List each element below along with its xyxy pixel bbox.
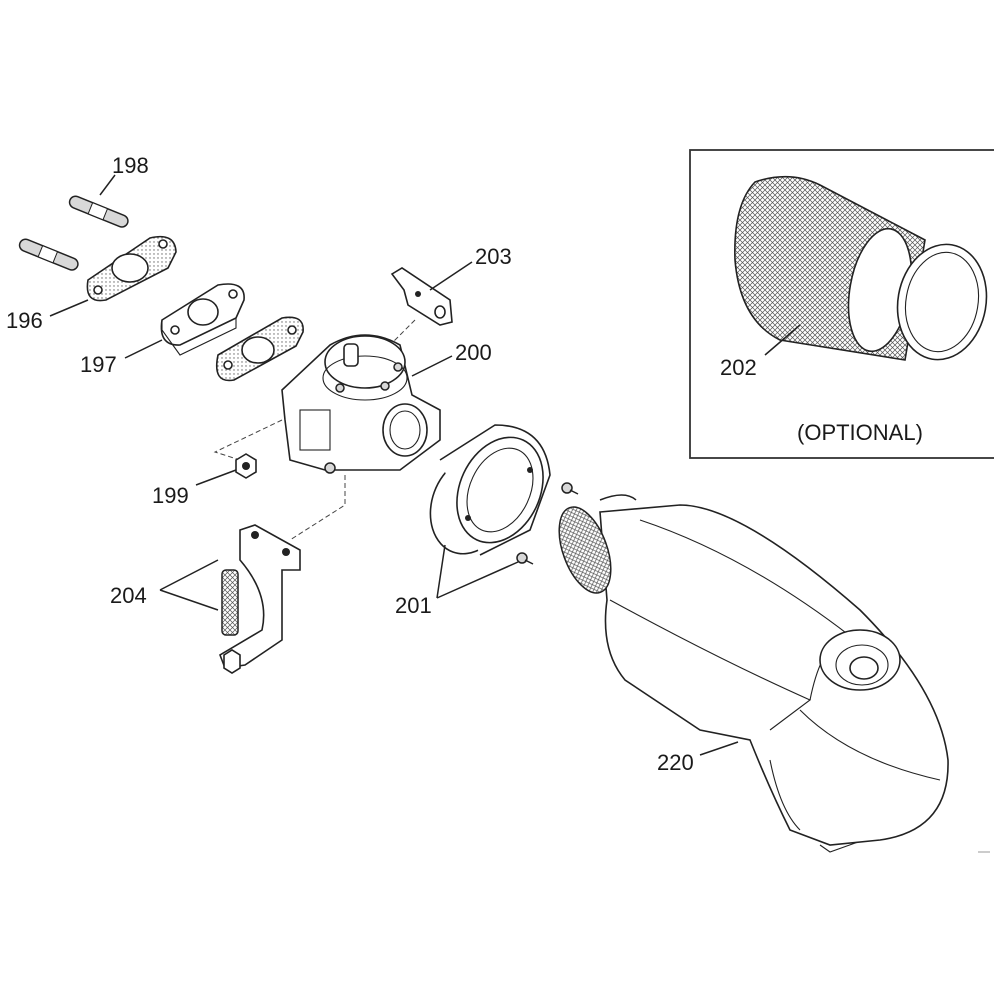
leader-201 <box>436 544 519 599</box>
assembly-line <box>389 319 416 346</box>
callout-198: 198 <box>112 153 149 178</box>
bracket-203-part <box>390 267 453 326</box>
callout-201: 201 <box>395 593 432 618</box>
leader-199 <box>195 469 237 486</box>
callout-202: 202 <box>720 355 757 380</box>
optional-inset-box <box>689 149 994 459</box>
screw-part <box>516 482 579 565</box>
throttle-bracket-204-part <box>219 524 301 674</box>
leader-203 <box>429 261 473 291</box>
assembly-line <box>289 475 346 541</box>
leader-200 <box>411 355 453 377</box>
leader-196 <box>49 299 89 317</box>
leader-198 <box>99 174 116 196</box>
callout-200: 200 <box>455 340 492 365</box>
leader-220 <box>699 741 739 756</box>
gasket-196-part <box>86 235 177 302</box>
leader-204 <box>159 559 219 611</box>
nut-199-part <box>235 453 257 479</box>
airbox-220-part <box>558 494 949 853</box>
callout-199: 199 <box>152 483 189 508</box>
leader-197 <box>124 339 163 359</box>
callout-203: 203 <box>475 244 512 269</box>
optional-note: (OPTIONAL) <box>797 420 923 445</box>
gasket-part <box>215 316 304 382</box>
stud-198-part <box>18 195 129 271</box>
carburetor-200-part <box>281 334 441 474</box>
callout-220: 220 <box>657 750 694 775</box>
assembly-line <box>213 419 283 461</box>
callout-204: 204 <box>110 583 147 608</box>
air-filter-202-part <box>734 175 988 361</box>
callout-197: 197 <box>80 352 117 377</box>
callout-196: 196 <box>6 308 43 333</box>
leader-202 <box>764 324 801 356</box>
spacer-197-part <box>160 283 245 356</box>
filter-adapter-201-part <box>429 424 551 556</box>
